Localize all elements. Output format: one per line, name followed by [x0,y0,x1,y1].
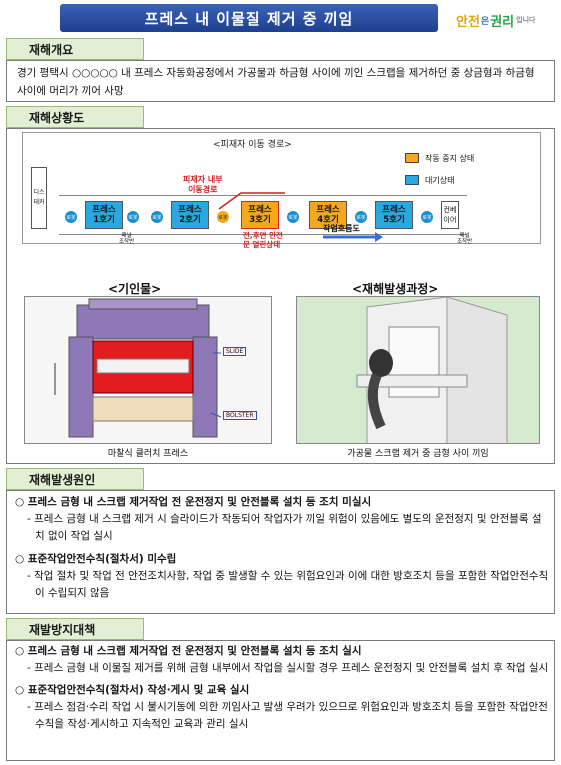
causes-box: ○ 프레스 금형 내 스크랩 제거작업 전 운전정지 및 안전블록 설치 등 조… [6,490,555,614]
legend-standby-swatch [405,175,419,185]
press-machine-drawing [54,298,222,438]
conveyor: 컨베 이어 [441,201,459,229]
section-label-situation: 재해상황도 [6,106,144,128]
bolster-tag: BOLSTER [223,411,257,420]
accident-process-drawing [297,297,539,443]
slide-tag: SLIDE [223,347,247,356]
disc-feeder: 디스 태커 [31,167,47,229]
flow-title: <피재자 이동 경로> [213,140,292,150]
section-label-causes: 재해발생원인 [6,468,144,490]
route-arrow [218,192,383,242]
process-image-caption: 가공물 스크랩 제거 중 금형 사이 끼임 [347,449,489,459]
flow-diagram: <피재자 이동 경로> 작동 중지 상태 대기상태 디스 태커 로봇 프레스 1… [22,132,541,249]
brand-text-4: 입니다 [516,16,536,24]
press-4: 프레스 4호기 [309,201,347,229]
brand-text-1: 안전 [456,14,480,30]
robot-4: 로봇 [217,211,229,223]
flow-direction-label: 작업흐름도 [323,224,360,233]
section-label-prevention: 재발방지대책 [6,618,144,640]
prevention-1-detail: - 프레스 금형 내 이물질 제거를 위해 금형 내부에서 작업을 실시할 경우… [27,662,549,674]
press-2: 프레스 2호기 [171,201,209,229]
prevention-2-detail: - 프레스 점검·수리 작업 시 불시기동에 의한 끼임사고 발생 우려가 있으… [27,701,548,730]
legend-stopped-label: 작동 중지 상태 [425,154,475,163]
press-1: 프레스 1호기 [85,201,123,229]
process-image-title: <재해발생과정> [352,282,439,296]
prevention-1-title: ○ 프레스 금형 내 스크랩 제거작업 전 운전정지 및 안전블록 설치 등 조… [15,645,362,657]
panel-label-1: 패널 조작반 [119,233,135,245]
press-5: 프레스 5호기 [375,201,413,229]
robot-5: 로봇 [287,211,299,223]
overview-text: 경기 평택시 ○○○○○ 내 프레스 자동화공정에서 가공물과 하금형 사이에 … [17,67,535,97]
cause-1-title: ○ 프레스 금형 내 스크랩 제거작업 전 운전정지 및 안전블록 설치 등 조… [15,496,372,508]
cause-image-caption: 마찰식 클러치 프레스 [107,449,189,459]
accident-process-image [296,296,540,444]
robot-3: 로봇 [151,211,163,223]
cause-2-title: ○ 표준작업안전수칙(절차서) 미수립 [15,553,177,565]
legend-standby-label: 대기상태 [425,176,455,185]
cause-image-title: <기인물> [108,282,162,296]
page-title: 프레스 내 이물질 제거 중 끼임 [60,4,438,32]
prevention-2-title: ○ 표준작업안전수칙(절차서) 작성·게시 및 교육 실시 [15,684,250,696]
overview-box: 경기 평택시 ○○○○○ 내 프레스 자동화공정에서 가공물과 하금형 사이에 … [6,60,555,102]
route-note: 피재자 내부 이동경로 [183,175,223,194]
legend-stopped-swatch [405,153,419,163]
press-machine-image: SLIDE BOLSTER [24,296,272,444]
brand-text-2: 은 [480,16,490,27]
robot-6: 로봇 [355,211,367,223]
cause-2-detail: - 작업 절차 및 작업 전 안전조치사항, 작업 중 발생할 수 있는 위험요… [27,570,549,599]
brand-logo: 안전 은 권리 입니다 [456,6,554,34]
robot-7: 로봇 [421,211,433,223]
panel-label-2: 패널 조작반 [457,233,473,245]
press-3: 프레스 3호기 [241,201,279,229]
brand-text-3: 권리 [490,14,515,30]
prevention-box: ○ 프레스 금형 내 스크랩 제거작업 전 운전정지 및 안전블록 설치 등 조… [6,640,555,761]
section-label-overview: 재해개요 [6,38,144,60]
door-note: 전,후면 안전 문 열린상태 [243,231,283,249]
robot-1: 로봇 [65,211,77,223]
robot-2: 로봇 [127,211,139,223]
cause-1-detail: - 프레스 금형 내 스크랩 제거 시 슬라이드가 작동되어 작업자가 끼일 위… [27,513,542,542]
line-lane [59,195,467,235]
